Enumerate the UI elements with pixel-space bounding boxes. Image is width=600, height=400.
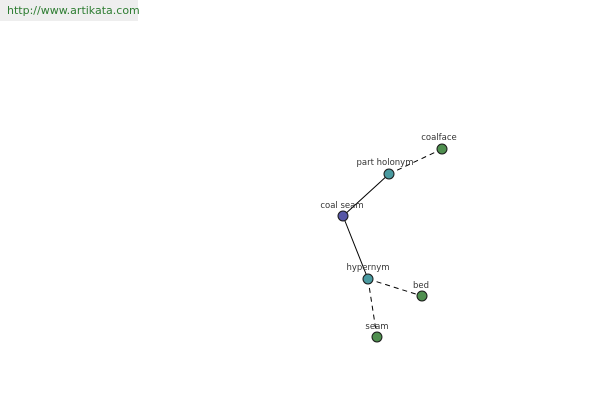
node-circle-coal-seam[interactable] — [337, 210, 349, 222]
nodes-layer: coal seam part holonym coalface hypernym bed… — [320, 133, 457, 343]
node-label-part-holonym: part holonym — [357, 158, 414, 168]
node-label-coalface: coalface — [421, 133, 457, 143]
node-part-holonym[interactable]: part holonym — [357, 158, 414, 180]
node-circle-coalface[interactable] — [436, 143, 448, 155]
url-bar: http://www.artikata.com — [0, 0, 140, 21]
edge-coal-seam-hypernym — [342, 215, 369, 280]
node-circle-seam[interactable] — [371, 331, 383, 343]
node-coal-seam[interactable]: coal seam — [320, 201, 364, 222]
edge-coal-seam-part-holonym — [342, 173, 390, 217]
node-label-coal-seam: coal seam — [320, 201, 363, 211]
node-hypernym[interactable]: hypernym — [346, 263, 390, 285]
node-label-seam: seam — [365, 322, 388, 332]
edges-layer — [342, 148, 443, 338]
node-seam[interactable]: seam — [365, 322, 389, 343]
node-label-hypernym: hypernym — [346, 263, 389, 273]
edge-hypernym-seam — [367, 278, 378, 338]
node-label-bed: bed — [413, 281, 429, 291]
edge-hypernym-bed — [367, 278, 423, 297]
node-circle-bed[interactable] — [416, 290, 428, 302]
node-coalface[interactable]: coalface — [421, 133, 457, 155]
node-circle-hypernym[interactable] — [362, 273, 374, 285]
edge-part-holonym-coalface — [388, 148, 443, 175]
node-bed[interactable]: bed — [413, 281, 429, 302]
node-circle-part-holonym[interactable] — [383, 168, 395, 180]
site-url-link[interactable]: http://www.artikata.com — [7, 4, 140, 17]
